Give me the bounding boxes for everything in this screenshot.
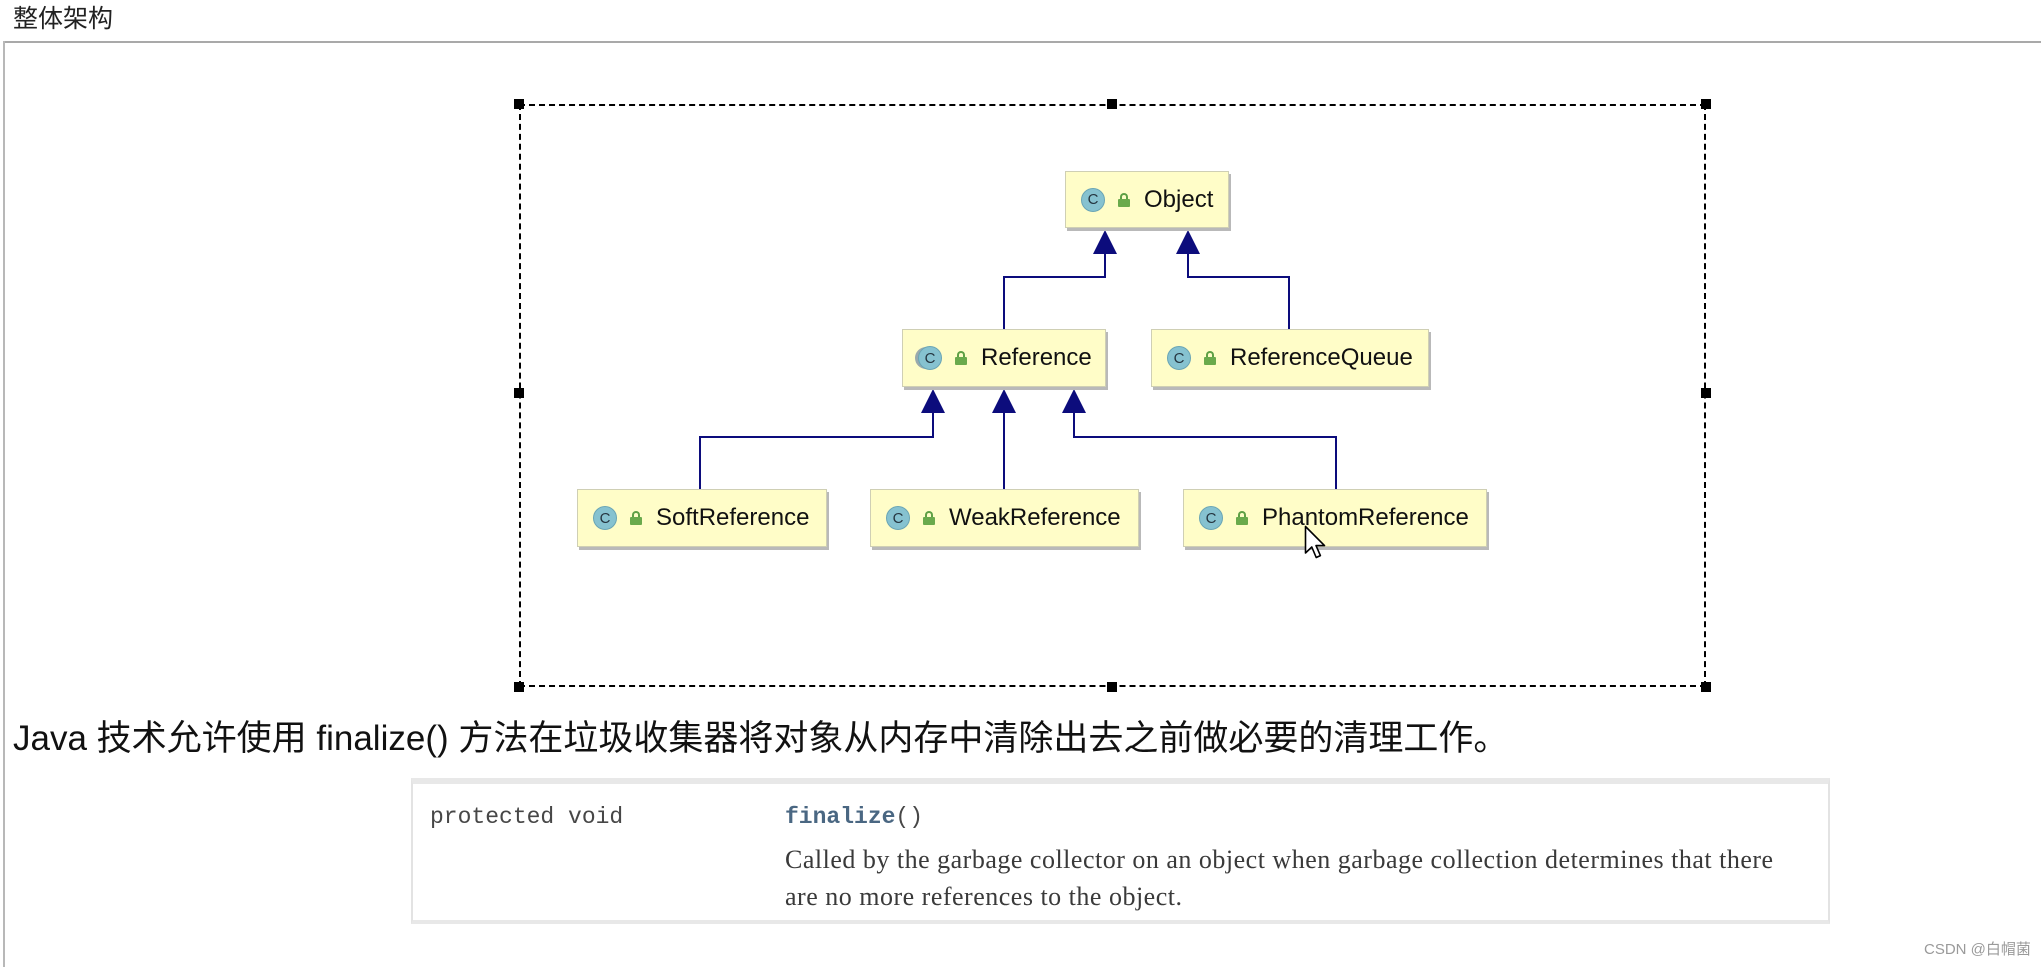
selection-handle-bottom-left[interactable] <box>514 682 524 692</box>
class-node-reference: C Reference <box>902 329 1106 387</box>
class-icon: C <box>593 506 617 530</box>
class-node-label: SoftReference <box>656 504 810 531</box>
edge-line <box>1187 252 1290 329</box>
inheritance-arrowhead <box>1062 389 1086 413</box>
method-modifier: protected void <box>430 804 624 830</box>
selection-handle-top-right[interactable] <box>1701 99 1711 109</box>
inheritance-arrowhead <box>921 389 945 413</box>
public-lock-icon <box>1118 192 1130 207</box>
class-node-label: PhantomReference <box>1262 504 1469 531</box>
class-node-label: WeakReference <box>949 504 1121 531</box>
method-params: () <box>895 804 924 830</box>
class-node-label: Reference <box>981 344 1092 371</box>
edge-reference-to-object <box>1003 230 1117 329</box>
edge-line <box>699 411 934 489</box>
watermark: CSDN @白帽菌 <box>1924 941 2031 958</box>
method-summary-table: protected void finalize() Called by the … <box>411 778 1830 924</box>
public-lock-icon <box>630 511 642 525</box>
selection-handle-top-left[interactable] <box>514 99 524 109</box>
class-node-label: Object <box>1144 185 1214 213</box>
selection-handle-right[interactable] <box>1701 388 1711 398</box>
section-title: 整体架构 <box>13 6 114 33</box>
edge-weakreference-to-reference <box>992 389 1016 489</box>
class-node-phantomreference: C PhantomReference <box>1183 489 1487 547</box>
class-icon: C <box>886 506 910 530</box>
public-lock-icon <box>1236 511 1248 525</box>
method-signature: finalize() <box>785 802 923 832</box>
edge-phantomreference-to-reference <box>1062 389 1337 489</box>
inheritance-arrowhead <box>1093 230 1117 254</box>
method-name-link[interactable]: finalize <box>785 804 896 830</box>
inheritance-arrowhead <box>1176 230 1200 254</box>
class-icon: C <box>1199 506 1223 530</box>
class-node-object: C Object <box>1065 171 1229 228</box>
header-divider <box>4 41 2041 43</box>
selection-handle-bottom[interactable] <box>1107 682 1117 692</box>
method-description: Called by the garbage collector on an ob… <box>785 845 1774 911</box>
public-lock-icon <box>955 351 967 365</box>
description-text: Java 技术允许使用 finalize() 方法在垃圾收集器将对象从内存中清除… <box>13 719 1509 758</box>
selection-handle-bottom-right[interactable] <box>1701 682 1711 692</box>
class-node-label: ReferenceQueue <box>1230 344 1413 371</box>
class-node-weakreference: C WeakReference <box>870 489 1139 547</box>
mouse-pointer-icon <box>1304 525 1326 559</box>
inheritance-arrowhead <box>992 389 1016 413</box>
public-lock-icon <box>1204 351 1216 365</box>
edge-line <box>1003 252 1106 329</box>
selection-handle-top[interactable] <box>1107 99 1117 109</box>
edge-referencequeue-to-object <box>1176 230 1290 329</box>
page-left-border <box>3 41 5 967</box>
class-node-softreference: C SoftReference <box>577 489 827 547</box>
edge-softreference-to-reference <box>699 389 945 489</box>
abstract-class-icon: C <box>918 346 942 370</box>
selection-handle-left[interactable] <box>514 388 524 398</box>
class-icon: C <box>1081 187 1105 212</box>
edge-line <box>1073 411 1337 489</box>
public-lock-icon <box>923 511 935 525</box>
class-node-referencequeue: C ReferenceQueue <box>1151 329 1429 387</box>
class-icon: C <box>1167 346 1191 370</box>
